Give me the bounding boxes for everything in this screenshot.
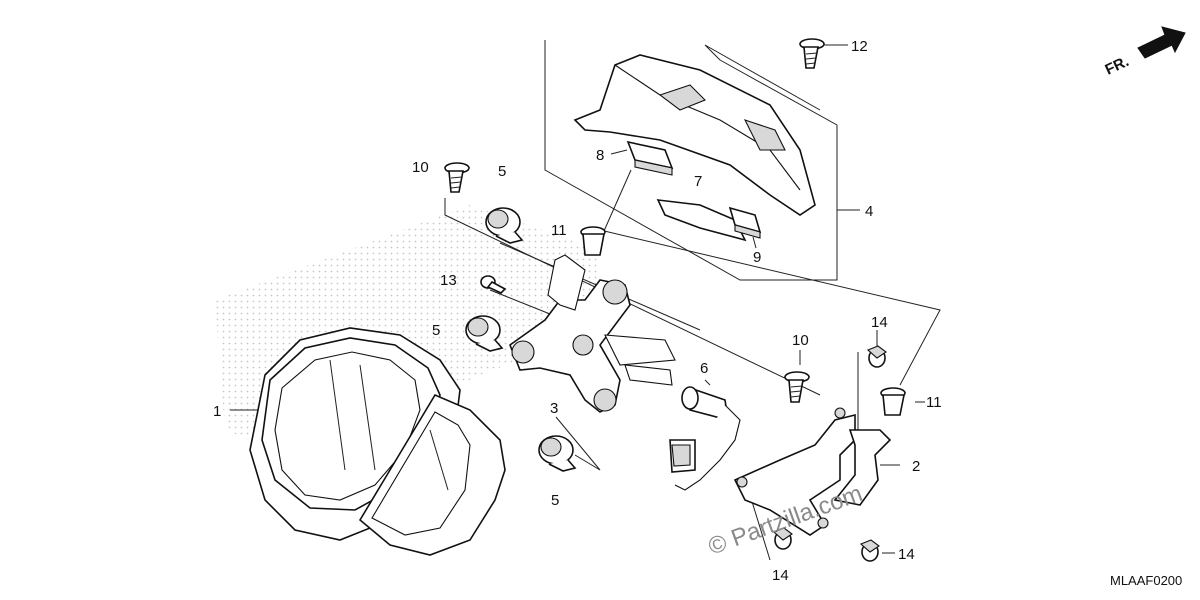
callout-labels: 1 2 3 4 5 5 5 6 7 8 9 10 10 11 11 12 13 … <box>213 38 942 584</box>
callout-11-right: 11 <box>926 394 942 411</box>
nut-14-bottom-left <box>772 527 793 550</box>
nut-14-top <box>866 345 887 368</box>
meter-stay <box>509 254 676 413</box>
callout-14-bottom-left: 14 <box>772 567 789 584</box>
visor-assembly <box>544 38 860 281</box>
callout-11-top: 11 <box>551 222 567 239</box>
callout-8: 8 <box>596 147 604 164</box>
arrow-icon <box>1137 26 1186 59</box>
callout-6: 6 <box>700 360 708 377</box>
callout-9: 9 <box>753 249 761 266</box>
meter-visor <box>573 54 816 216</box>
front-direction-arrow: FR. <box>1103 26 1186 79</box>
callout-1: 1 <box>213 403 221 420</box>
screw-12 <box>799 38 825 69</box>
grommet-5-middle <box>465 315 504 352</box>
screw-10-right <box>784 371 810 403</box>
callout-2: 2 <box>912 458 920 475</box>
grommet-5-bottom <box>538 435 577 472</box>
screw-10-left <box>444 162 470 193</box>
diagram-code: MLAAF0200 <box>1110 573 1182 588</box>
callout-4: 4 <box>865 203 873 220</box>
screw-13 <box>480 275 507 294</box>
callout-5-bottom: 5 <box>551 492 559 509</box>
callout-5-middle: 5 <box>432 322 440 339</box>
callout-10-right: 10 <box>792 332 809 349</box>
bracket-2 <box>733 407 892 536</box>
callout-5-top: 5 <box>498 163 506 180</box>
collar-11-right <box>880 387 906 416</box>
socket-bulb-6 <box>669 386 741 491</box>
callout-12: 12 <box>851 38 868 55</box>
seal-7 <box>656 199 747 242</box>
callout-10-left: 10 <box>412 159 429 176</box>
callout-13: 13 <box>440 272 457 289</box>
front-direction-label: FR. <box>1103 53 1132 79</box>
callout-7: 7 <box>694 173 702 190</box>
combination-meter <box>249 327 506 556</box>
collar-11-top <box>580 226 606 256</box>
callout-14-bottom-right: 14 <box>898 546 915 563</box>
callout-3: 3 <box>550 400 558 417</box>
callout-14-top: 14 <box>871 314 888 331</box>
grommet-5-top <box>485 207 524 244</box>
nut-14-bottom-right <box>859 539 880 562</box>
